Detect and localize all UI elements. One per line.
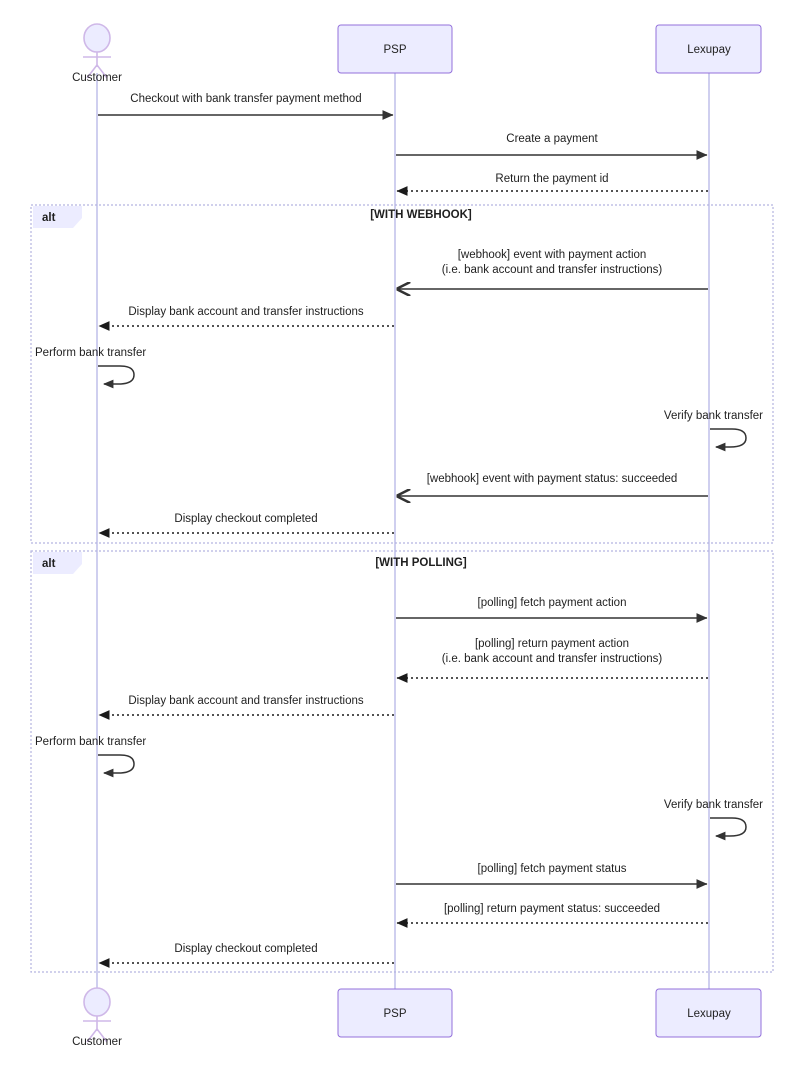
message-label: Verify bank transfer [664,410,763,422]
participant-box-lexupay[interactable] [655,988,762,1038]
message-label: Checkout with bank transfer payment meth… [130,93,361,105]
self-loop-arrow [710,428,747,452]
message-label: Display bank account and transfer instru… [128,695,363,707]
actor-leg-left-icon [86,1028,98,1043]
message-perform-bank-transfer-webhook: Perform bank transfer [35,347,146,389]
message-display-checkout-completed-webhook: Display checkout completed [98,513,394,538]
message-label: Verify bank transfer [664,799,763,811]
message-label: Display checkout completed [174,943,317,955]
message-label-line2: (i.e. bank account and transfer instruct… [442,264,663,276]
participant-label-psp: PSP [383,44,406,56]
message-polling-fetch-payment-status: [polling] fetch payment status [396,863,708,889]
participant-psp-top[interactable]: PSP [337,24,453,74]
alt-tab-shape [33,206,82,228]
alt-frame-rect [30,550,774,973]
message-verify-bank-transfer-polling: Verify bank transfer [664,799,763,841]
message-perform-bank-transfer-polling: Perform bank transfer [35,736,146,778]
alt-keyword-label: alt [42,212,56,224]
message-label: Perform bank transfer [35,347,146,359]
message-label-line2: (i.e. bank account and transfer instruct… [442,653,663,665]
message-label-line1: [polling] return payment action [475,638,629,650]
message-label: Display bank account and transfer instru… [128,306,363,318]
message-label: [polling] return payment status: succeed… [444,903,660,915]
alt-condition-label: [WITH POLLING] [375,557,467,569]
message-label: [polling] fetch payment status [478,863,627,875]
participant-box-psp[interactable] [337,988,453,1038]
participant-box-lexupay[interactable] [655,24,762,74]
actor-leg-left-icon [86,64,98,79]
fragment-alt-webhook: alt [WITH WEBHOOK] [30,204,774,544]
message-polling-fetch-payment-action: [polling] fetch payment action [396,597,708,623]
participant-customer-bottom[interactable]: Customer [72,987,122,1048]
message-label: Display checkout completed [174,513,317,525]
fragment-alt-polling: alt [WITH POLLING] [30,550,774,973]
message-display-bank-account-polling: Display bank account and transfer instru… [98,695,394,720]
message-display-bank-account-webhook: Display bank account and transfer instru… [98,306,394,331]
lifelines [96,73,710,989]
message-return-the-payment-id: Return the payment id [396,173,708,196]
participant-label-lexupay: Lexupay [687,1008,731,1020]
actor-head-icon [83,23,111,53]
message-label: [polling] fetch payment action [478,597,627,609]
message-webhook-event-payment-action: [webhook] event with payment action (i.e… [397,249,708,289]
participant-label-customer: Customer [72,1036,122,1048]
alt-tab-shape [33,552,82,574]
self-loop-arrow [710,817,747,841]
message-display-checkout-completed-polling: Display checkout completed [98,943,394,968]
participant-label-psp: PSP [383,1008,406,1020]
self-loop-arrow [98,754,135,778]
message-checkout-with-bank-transfer: Checkout with bank transfer payment meth… [98,93,394,120]
participant-label-lexupay: Lexupay [687,44,731,56]
self-loop-arrow [98,365,135,389]
message-label: [webhook] event with payment status: suc… [427,473,678,485]
alt-frame-rect [30,204,774,544]
actor-head-icon [83,987,111,1017]
message-polling-return-payment-status: [polling] return payment status: succeed… [396,903,708,928]
participant-psp-bottom[interactable]: PSP [337,988,453,1038]
message-webhook-event-payment-status: [webhook] event with payment status: suc… [397,473,708,496]
participant-label-customer: Customer [72,72,122,84]
participant-box-psp[interactable] [337,24,453,74]
message-label: Create a payment [506,133,598,145]
message-polling-return-payment-action: [polling] return payment action (i.e. ba… [396,638,708,683]
message-verify-bank-transfer-webhook: Verify bank transfer [664,410,763,452]
actor-leg-right-icon [96,1028,108,1043]
alt-condition-label: [WITH WEBHOOK] [370,209,472,221]
message-label: Perform bank transfer [35,736,146,748]
participant-customer-top[interactable]: Customer [72,23,122,84]
participant-lexupay-bottom[interactable]: Lexupay [655,988,762,1038]
message-create-a-payment: Create a payment [396,133,708,160]
alt-keyword-label: alt [42,558,56,570]
message-label-line1: [webhook] event with payment action [458,249,647,261]
participant-lexupay-top[interactable]: Lexupay [655,24,762,74]
message-label: Return the payment id [495,173,608,185]
actor-leg-right-icon [96,64,108,79]
